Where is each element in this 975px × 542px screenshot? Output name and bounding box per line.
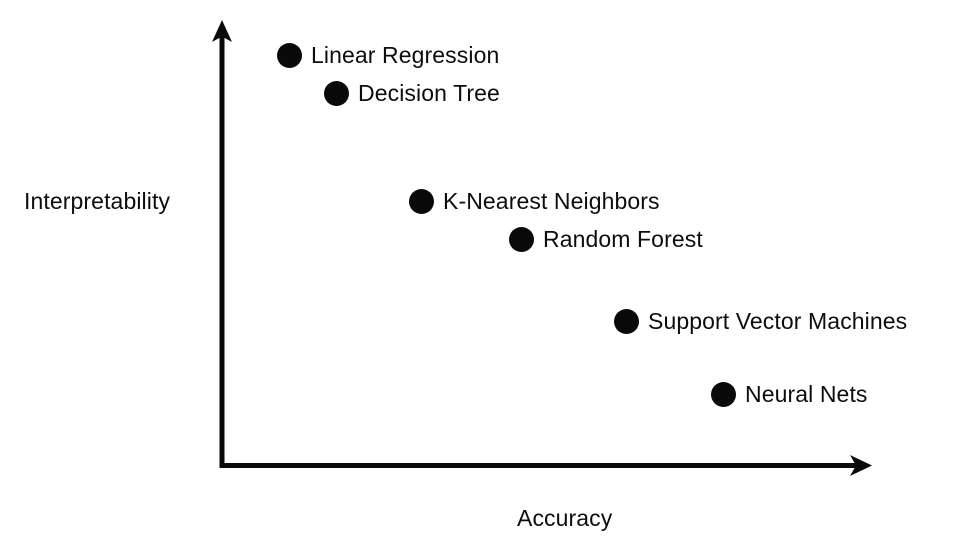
data-point-decision-tree[interactable]: Decision Tree xyxy=(324,81,500,106)
y-axis-title: Interpretability xyxy=(24,188,171,214)
data-point-label: Decision Tree xyxy=(358,80,500,106)
data-point-support-vector-machines[interactable]: Support Vector Machines xyxy=(614,309,907,334)
data-point-k-nearest-neighbors[interactable]: K-Nearest Neighbors xyxy=(409,189,660,214)
data-point-label: K-Nearest Neighbors xyxy=(443,188,660,214)
point-marker-icon xyxy=(409,189,434,214)
point-marker-icon xyxy=(509,227,534,252)
data-point-label: Neural Nets xyxy=(745,381,868,407)
point-marker-icon xyxy=(324,81,349,106)
data-point-label: Support Vector Machines xyxy=(648,308,908,334)
point-marker-icon xyxy=(277,43,302,68)
point-marker-icon xyxy=(614,309,639,334)
data-point-linear-regression[interactable]: Linear Regression xyxy=(277,43,499,68)
x-axis-title: Accuracy xyxy=(517,505,613,531)
data-point-neural-nets[interactable]: Neural Nets xyxy=(711,382,868,407)
y-axis-arrowhead xyxy=(212,20,232,42)
data-point-label: Random Forest xyxy=(543,226,703,252)
data-point-random-forest[interactable]: Random Forest xyxy=(509,227,703,252)
point-marker-icon xyxy=(711,382,736,407)
x-axis-arrowhead xyxy=(850,455,872,476)
data-point-label: Linear Regression xyxy=(311,42,500,68)
